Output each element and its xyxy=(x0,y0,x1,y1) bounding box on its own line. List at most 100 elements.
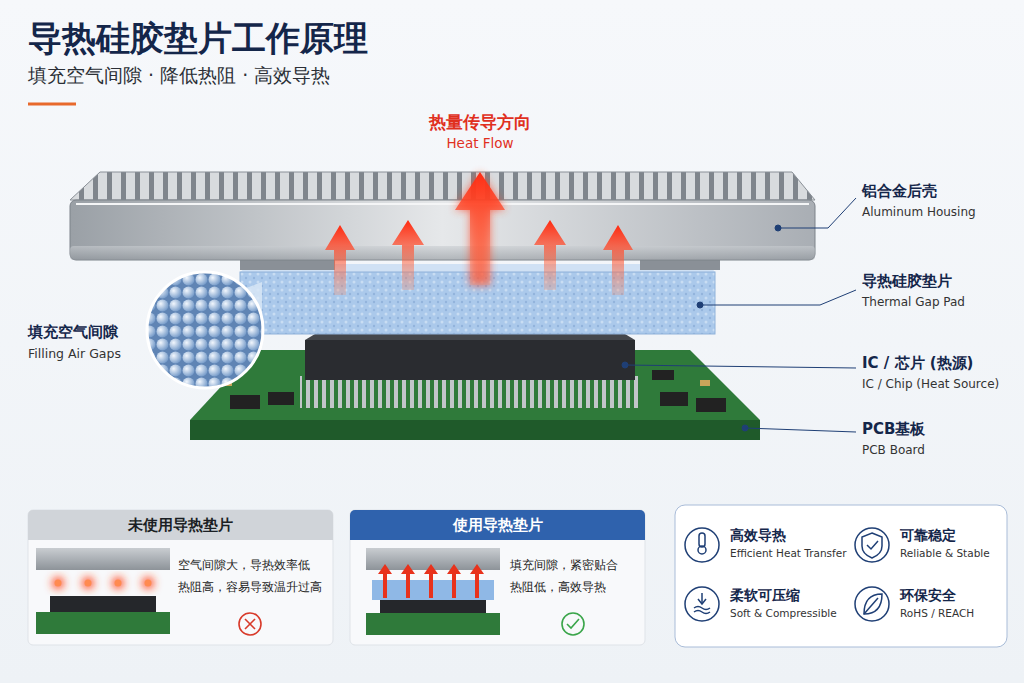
leader-line xyxy=(700,290,856,305)
mini-with-pad xyxy=(378,564,484,598)
cross-icon xyxy=(245,619,255,629)
aluminum-housing xyxy=(70,172,815,200)
pcb-board xyxy=(700,380,710,386)
feature-icon xyxy=(855,587,889,621)
feature-icon xyxy=(685,528,889,621)
heat-arrow xyxy=(325,172,633,295)
cross-icon xyxy=(239,613,261,635)
feature-icon xyxy=(864,594,882,614)
mini-without-pad xyxy=(50,596,156,612)
panel-background xyxy=(28,505,1007,647)
accent-line xyxy=(28,103,76,106)
feature-icon xyxy=(867,541,878,549)
feature-title: 柔软可压缩 xyxy=(730,587,800,603)
comparison-panel: 使用导热垫片填充间隙，紧密贴合 热阻低，高效导热 xyxy=(350,510,645,645)
panel-background xyxy=(350,510,645,645)
comparison-panel: 未使用导热垫片空气间隙大，导热效率低 热阻高，容易导致温升过高 xyxy=(28,510,333,645)
heat-flow-label: 热量传导方向 xyxy=(429,112,531,132)
mini-with-pad xyxy=(401,564,415,598)
feature-icon xyxy=(699,533,705,547)
pcb-board xyxy=(190,420,760,440)
panel-background xyxy=(28,510,333,645)
part-name: PCB Board xyxy=(862,443,925,457)
accent-line xyxy=(28,104,76,105)
aluminum-housing xyxy=(70,200,815,260)
feature-icon xyxy=(862,533,882,558)
feature-subtitle: Reliable & Stable xyxy=(900,547,990,560)
leader-line xyxy=(745,428,856,432)
page-title: 导热硅胶垫片工作原理 xyxy=(28,18,368,59)
pcb-board xyxy=(268,392,294,405)
mini-without-pad xyxy=(55,580,62,587)
ic-chip xyxy=(305,334,635,340)
cross-icon xyxy=(245,619,255,629)
feature-icon xyxy=(685,587,719,621)
feature-title: 环保安全 xyxy=(900,587,956,603)
heat-arrow xyxy=(534,220,566,290)
pcb-board xyxy=(230,395,260,409)
feature-subtitle: RoHS / REACH xyxy=(900,607,974,620)
mini-with-pad xyxy=(366,613,500,635)
feature-icon xyxy=(698,599,706,604)
part-name: 铝合金后壳 xyxy=(862,182,937,200)
feature-icon xyxy=(694,607,710,610)
heat-arrow xyxy=(455,172,505,285)
heat-flow-label: Heat Flow xyxy=(446,135,513,151)
cross-icon xyxy=(239,613,261,635)
mini-without-pad xyxy=(115,580,122,587)
feature-subtitle: Soft & Compressible xyxy=(730,607,837,620)
panel-header: 未使用导热垫片 xyxy=(28,510,333,540)
feature-title: 高效导热 xyxy=(730,527,786,543)
subtitle: 填充空气间隙 · 降低热阻 · 高效导热 xyxy=(28,64,330,87)
feature-icon xyxy=(698,546,706,554)
check-icon xyxy=(562,613,584,635)
mini-without-pad xyxy=(36,548,170,634)
part-name: Thermal Gap Pad xyxy=(862,295,965,309)
panel-body: 空气间隙大，导热效率低 热阻高，容易导致温升过高 xyxy=(178,554,328,598)
check-icon xyxy=(567,619,579,628)
aluminum-housing xyxy=(76,203,809,205)
mini-without-pad xyxy=(82,577,94,589)
heat-arrow xyxy=(325,225,355,295)
mini-with-pad xyxy=(380,600,486,613)
heat-arrow xyxy=(392,220,424,290)
part-name: PCB基板 xyxy=(862,420,925,438)
panel-header: 使用导热垫片 xyxy=(350,510,645,540)
pcb-board xyxy=(652,370,674,380)
leader-line xyxy=(778,198,856,228)
mini-without-pad xyxy=(52,577,64,589)
ic-chip xyxy=(300,334,640,408)
mini-without-pad xyxy=(145,580,152,587)
leader-line xyxy=(622,198,856,432)
aluminum-housing xyxy=(70,172,815,270)
mini-without-pad xyxy=(36,612,170,634)
pcb-board xyxy=(696,398,726,412)
part-name: IC / Chip (Heat Source) xyxy=(862,377,999,391)
feature-icon xyxy=(701,593,703,603)
leader-line xyxy=(625,365,856,368)
callout-label: 填充空气间隙 xyxy=(28,323,118,341)
feature-icon xyxy=(685,528,719,562)
feature-icon xyxy=(694,611,710,614)
mini-without-pad xyxy=(112,577,124,589)
part-name: IC / 芯片 (热源) xyxy=(862,354,973,372)
aluminum-housing xyxy=(70,246,815,260)
mini-without-pad xyxy=(52,577,154,589)
mini-with-pad xyxy=(366,548,500,635)
feature-icon xyxy=(855,528,889,562)
feature-subtitle: Efficient Heat Transfer xyxy=(730,547,847,560)
part-name: 导热硅胶垫片 xyxy=(862,272,952,290)
mini-without-pad xyxy=(85,580,92,587)
check-icon xyxy=(562,613,584,635)
heat-arrow xyxy=(455,172,505,285)
ic-chip xyxy=(305,340,635,380)
mini-with-pad xyxy=(447,564,461,598)
heat-arrow xyxy=(455,172,505,285)
callout-label: Filling Air Gaps xyxy=(28,346,121,361)
heat-arrow xyxy=(603,225,633,295)
part-name: Aluminum Housing xyxy=(862,205,976,219)
panel-background xyxy=(675,505,1007,647)
feature-title: 可靠稳定 xyxy=(900,527,956,543)
